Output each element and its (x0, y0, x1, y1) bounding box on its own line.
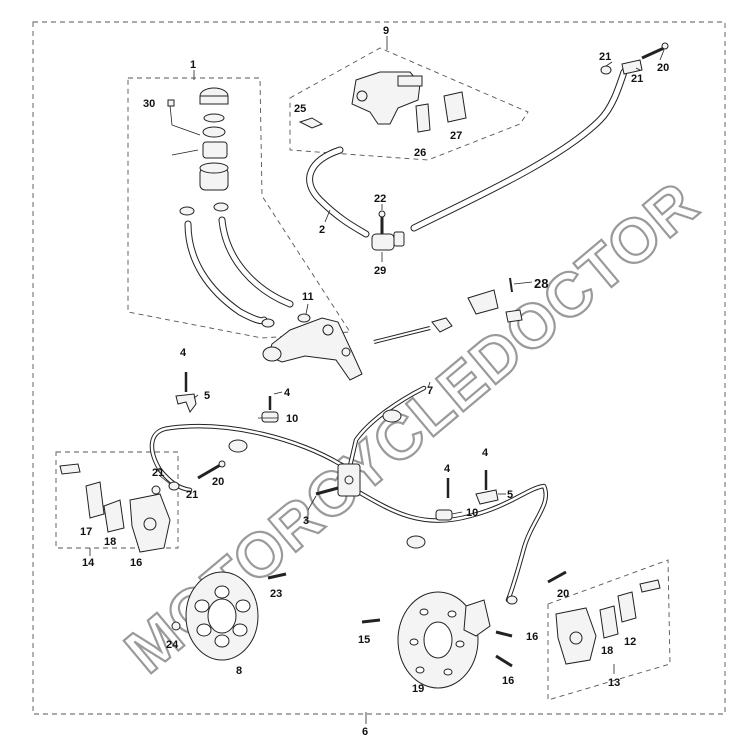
three-way-junction (315, 463, 361, 497)
callout-24: 24 (166, 639, 179, 651)
reservoir-hose-right (218, 216, 294, 308)
callout-17: 17 (80, 526, 92, 538)
clip-bolts (184, 372, 488, 498)
callout-22: 22 (374, 193, 386, 205)
callout-21-mid-b: 21 (186, 489, 198, 501)
callout-29: 29 (374, 265, 386, 277)
callout-5-b: 5 (507, 489, 513, 501)
callout-26: 26 (414, 147, 426, 159)
disc-bolts (171, 572, 287, 631)
callout-18-a: 18 (104, 536, 116, 548)
callout-5-a: 5 (204, 390, 210, 402)
callout-11: 11 (302, 291, 314, 303)
callout-10-b: 10 (466, 507, 478, 519)
callout-19: 19 (412, 683, 424, 695)
callout-27: 27 (450, 130, 462, 142)
callout-21-top-a: 21 (599, 51, 611, 63)
master-cylinder (262, 317, 363, 381)
callout-20-low: 20 (557, 588, 569, 600)
callout-4-c: 4 (444, 463, 451, 475)
callout-13: 13 (608, 677, 620, 689)
front-caliper-fittings (168, 460, 226, 491)
group-14-frame (55, 451, 179, 549)
callout-2: 2 (319, 224, 325, 236)
callout-9: 9 (383, 25, 389, 37)
callout-10-a: 10 (286, 413, 298, 425)
callout-25: 25 (294, 103, 306, 115)
grommets (228, 409, 426, 549)
callout-15: 15 (358, 634, 370, 646)
leader-lines (89, 36, 665, 724)
callout-4-a: 4 (180, 347, 187, 359)
upper-hose-fittings (600, 42, 669, 75)
callout-21-top-b: 21 (631, 73, 643, 85)
group-1-frame (127, 77, 351, 339)
callout-3: 3 (303, 515, 309, 527)
callout-16-c: 16 (502, 675, 514, 687)
callout-4-b: 4 (284, 387, 291, 399)
callout-28: 28 (534, 276, 548, 291)
callout-4-d: 4 (482, 447, 489, 459)
callout-labels: 1 9 30 25 26 27 21 21 20 2 22 29 28 11 4… (80, 25, 669, 738)
callout-20-mid: 20 (212, 476, 224, 488)
callout-18-b: 18 (601, 645, 613, 657)
rear-master-cylinder (298, 71, 467, 133)
reservoir-assembly (167, 87, 229, 216)
pushrod-assembly (373, 277, 523, 344)
rear-caliper-assembly (555, 579, 661, 665)
callout-8: 8 (236, 665, 242, 677)
front-brake-disc (185, 571, 259, 661)
callout-16-a: 16 (130, 557, 142, 569)
rear-brake-disc (397, 591, 491, 689)
line-clips (175, 393, 499, 521)
callout-20-top: 20 (657, 62, 669, 74)
callout-6: 6 (362, 726, 368, 738)
callout-30: 30 (143, 98, 155, 110)
banjo-fitting (371, 210, 405, 251)
rear-disc-bolts (361, 570, 567, 668)
callout-7: 7 (427, 385, 433, 397)
callout-14: 14 (82, 557, 95, 569)
callout-23: 23 (270, 588, 282, 600)
group-9-frame (289, 47, 529, 161)
group-13-frame (547, 559, 671, 701)
callout-12: 12 (624, 636, 636, 648)
callout-1: 1 (190, 59, 196, 71)
callout-16-b: 16 (526, 631, 538, 643)
callout-21-mid-a: 21 (152, 467, 164, 479)
diagram-frame (32, 21, 726, 715)
front-caliper-assembly (59, 463, 171, 553)
